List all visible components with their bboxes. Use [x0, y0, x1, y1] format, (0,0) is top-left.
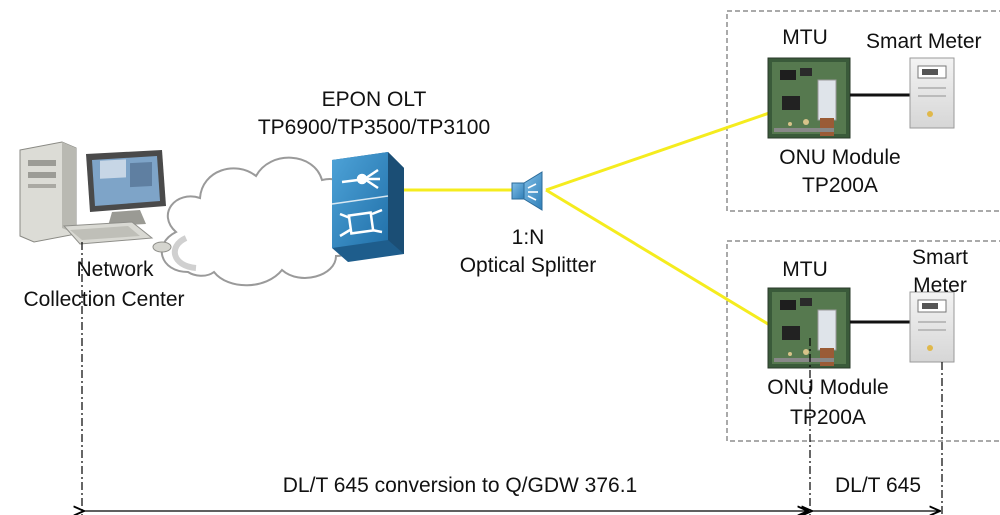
collection-center-label-line2: Collection Center	[23, 288, 185, 311]
olt-models-label: TP6900/TP3500/TP3100	[257, 116, 491, 139]
lower-onu-label-line1: ONU Module	[767, 376, 889, 399]
cloud-icon	[160, 156, 361, 287]
span-guide-lines	[81, 242, 943, 515]
conversion-span-label: DL/T 645 conversion to Q/GDW 376.1	[282, 474, 638, 497]
pcb-module-icon	[767, 57, 851, 139]
splitter-ratio-label: 1:N	[511, 226, 545, 249]
olt-name-label: EPON OLT	[321, 88, 427, 111]
fiber-lines	[404, 108, 779, 332]
splitter-name-label: Optical Splitter	[459, 254, 597, 277]
lower-onu-label-line2: TP200A	[790, 406, 866, 429]
olt-switch-icon	[331, 152, 404, 262]
lower-meter-label-line1: Smart	[911, 246, 968, 269]
meter-protocol-span-label: DL/T 645	[835, 474, 921, 497]
computer-icon	[19, 141, 172, 253]
upper-onu-label-line1: ONU Module	[779, 146, 901, 169]
upper-mtu-boundary	[726, 10, 1000, 212]
splitter-speaker-icon	[511, 171, 543, 211]
meter-icon	[909, 57, 955, 129]
collection-center-label-line1: Network	[76, 258, 154, 281]
meter-icon	[909, 291, 955, 363]
upper-onu-label-line2: TP200A	[802, 174, 878, 197]
lower-mtu-label: MTU	[782, 258, 828, 281]
upper-meter-label: Smart Meter	[866, 30, 982, 53]
lower-meter-label-line2: Meter	[913, 274, 967, 297]
pcb-module-icon	[767, 287, 851, 369]
upper-mtu-label: MTU	[782, 26, 828, 49]
lower-mtu-boundary	[726, 240, 1000, 442]
